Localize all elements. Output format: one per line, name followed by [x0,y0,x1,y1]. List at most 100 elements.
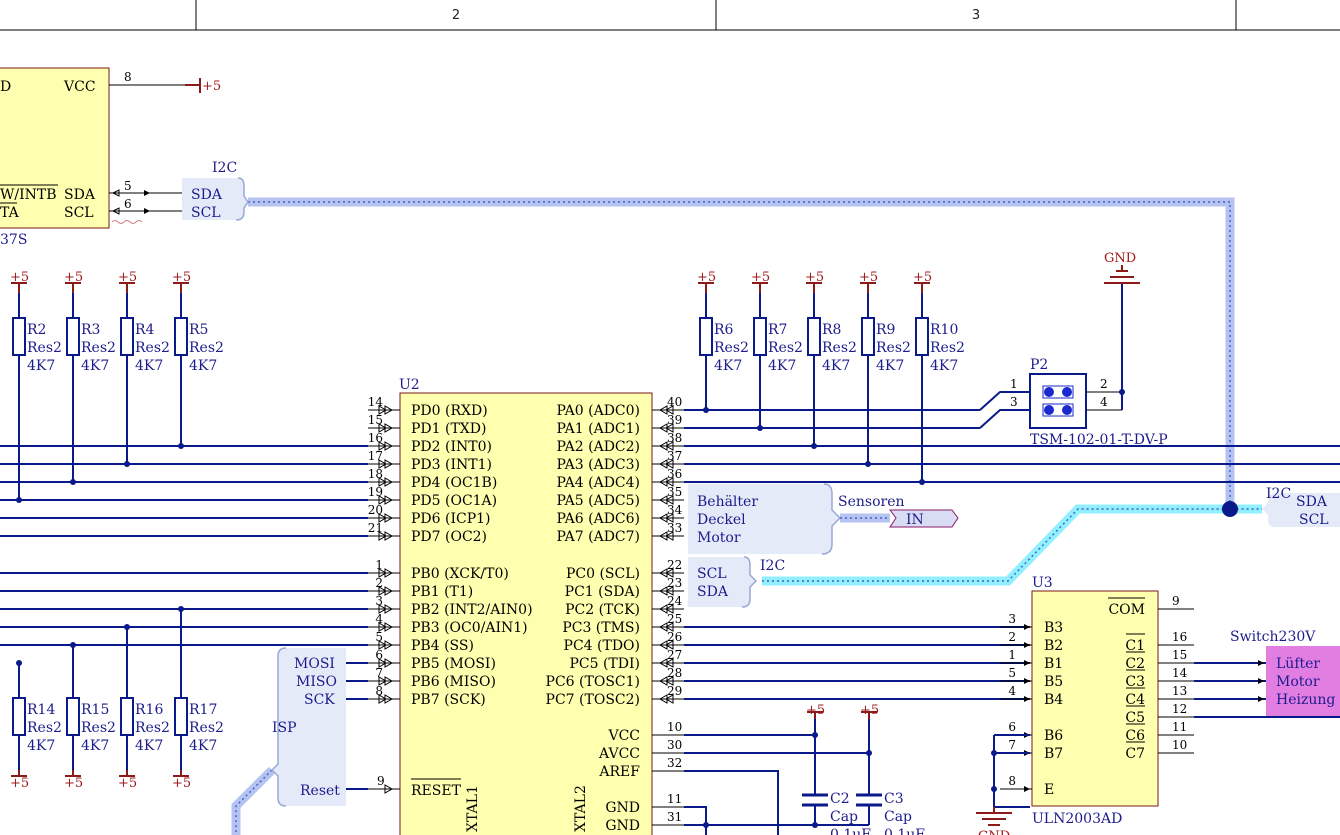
pin-number: 2 [1008,630,1016,644]
pin-name: PB5 (MOSI) [411,656,496,672]
pin-number: 6 [375,648,383,662]
pin-name: PC1 (SDA) [565,584,640,600]
i2c-harness-right[interactable]: I2C SDA SCL [1262,486,1340,528]
pin-number: 34 [667,503,683,517]
i2c-harness-u2[interactable]: SCL SDA I2C [688,556,785,608]
svg-text:0.1uF: 0.1uF [884,827,925,835]
port-d-nets[interactable] [0,445,368,537]
pin-name: PB4 (SS) [411,638,474,654]
power-port-plus5: +5 [172,270,191,285]
pin-number: 20 [368,503,383,517]
zone-2: 2 [452,8,460,23]
pin-name: PB6 (MISO) [411,674,496,690]
p2-designator: P2 [1030,357,1048,373]
pin-number: 23 [667,576,682,590]
isp-bus[interactable] [231,766,276,835]
pin-name: PD0 (RXD) [411,403,488,419]
rtc-chip[interactable]: D VCC W/INTB TA SDA SCL 37S 8 5 6 [0,67,185,248]
i2c-bus[interactable] [248,197,1235,509]
pin-number: 24 [667,594,683,608]
resistor-value: 4K7 [81,358,109,374]
switch230v-harness[interactable]: Switch230V Lüfter Motor Heizung [1194,629,1340,718]
resistor-designator: R3 [81,322,100,338]
power-port-plus5: +5 [64,270,83,285]
u2-xtal1: XTAL1 [465,785,481,832]
pin-number: 30 [667,738,682,752]
pin-number: 37 [667,449,682,463]
resistor-type: Res2 [876,340,911,356]
port-a-nets[interactable] [684,391,1340,483]
pin-name: C6 [1125,728,1145,744]
resistor-value: 4K7 [27,358,55,374]
resistor-designator: R8 [822,322,841,338]
resistor-designator: R14 [27,702,55,718]
pin-number: 2 [375,576,383,590]
sheet-border: 2 3 [0,0,1340,31]
p2-header[interactable]: P2 TSM-102-01-T-DV-P 1 3 2 4 [1010,283,1168,448]
capacitor-c3[interactable]: C3 Cap 0.1uF [856,791,925,835]
power-port-plus5: +5 [805,270,824,285]
sensor-harness[interactable]: Behälter Deckel Motor Sensoren IN [688,483,959,555]
pin-name: B2 [1044,638,1063,654]
rtc-pin-ta: TA [0,205,20,221]
i2c-harness-rtc[interactable]: I2C SDA SCL [144,160,249,221]
u2-power-nets[interactable] [684,719,872,835]
pin-name: PD1 (TXD) [411,421,486,437]
resistor-value: 4K7 [930,358,958,374]
u3-designator: U3 [1032,575,1053,591]
pin-number: 13 [1172,684,1187,698]
pin-number: 33 [667,521,682,535]
harness-entry-scl-u2: SCL [697,566,727,582]
port-c-nets[interactable] [684,626,1030,700]
pin-number: 6 [1008,720,1016,734]
resistor-value: 4K7 [135,738,163,754]
i2c-bus-branch[interactable] [762,504,1262,586]
port-b-nets[interactable] [0,572,368,646]
pin-name: PC6 (TOSC1) [546,674,640,690]
u3-pin-b4: 4B4 [1000,684,1063,708]
pin-name: PC7 (TOSC2) [546,692,640,708]
pin-number: 27 [667,648,682,662]
u3-driver[interactable]: U3 ULN2003AD 3B32B21B15B54B46B67B78E9COM… [991,575,1194,827]
resistor-value: 4K7 [189,358,217,374]
pin-name: PC4 (TDO) [564,638,640,654]
pin-number: 3 [375,594,383,608]
pin-number: 12 [1172,702,1187,716]
capacitor-c2[interactable]: C2 Cap 0.1uF [802,791,871,835]
pin-name: B5 [1044,674,1063,690]
pin-name: C7 [1125,746,1145,762]
power-port-plus5: +5 [10,270,29,285]
power-port-plus5: +5 [859,270,878,285]
svg-text:Cap: Cap [884,809,912,825]
u2-reset-pin: RESET [411,783,462,799]
isp-harness[interactable]: MOSI MISO SCK Reset ISP [270,647,368,807]
pin-number: 15 [1172,648,1187,662]
i2c-harness-label-u2: I2C [760,558,785,574]
